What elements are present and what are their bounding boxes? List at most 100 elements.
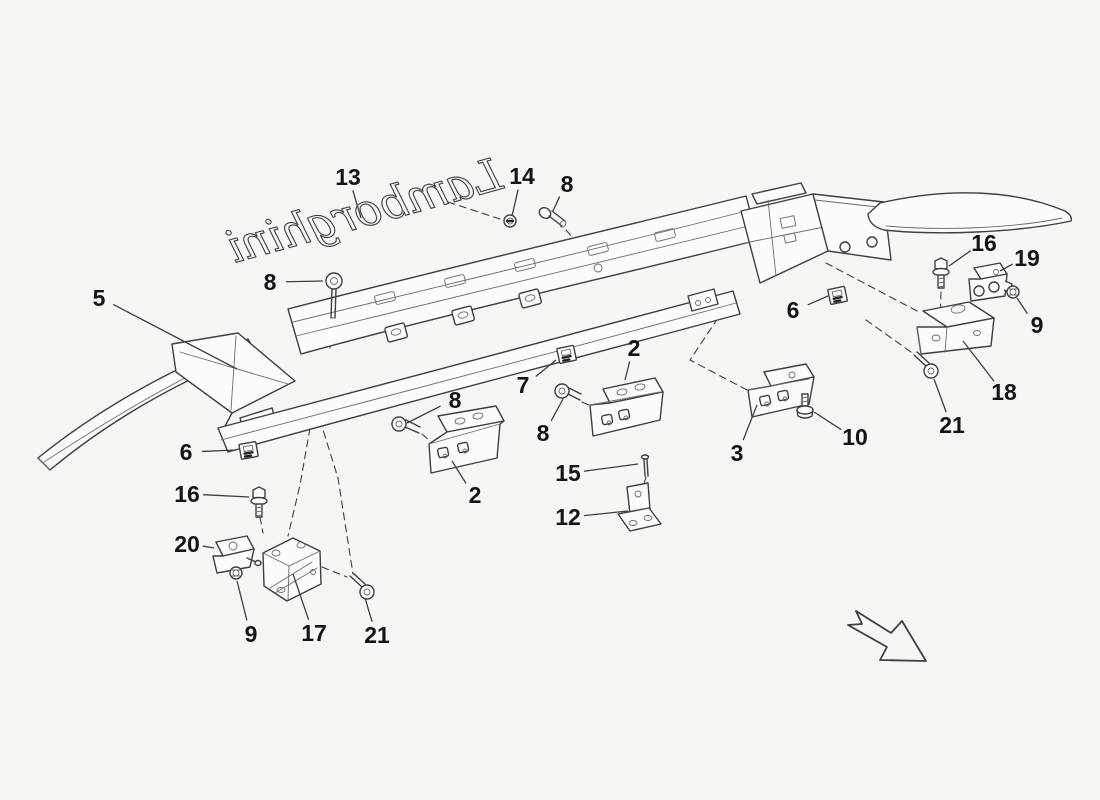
callout-20: 20 — [174, 531, 215, 557]
part-number-label: 21 — [939, 412, 965, 438]
speed-nut — [503, 214, 517, 228]
callout-14: 14 — [509, 163, 535, 217]
callout-6: 6 — [787, 295, 829, 323]
callout-6: 6 — [180, 439, 237, 465]
wing-right-endplate — [740, 182, 892, 284]
part-number-label: 19 — [1014, 245, 1040, 271]
callout-leader-line — [202, 545, 215, 549]
callout-19: 19 — [999, 245, 1040, 272]
part-number-label: 8 — [561, 171, 574, 197]
callout-leader-line — [352, 190, 362, 219]
bracket-18 — [916, 301, 995, 355]
flange-bolt-16-left — [250, 486, 268, 518]
callout-leader-line — [406, 405, 441, 424]
part-number-label: 10 — [842, 424, 868, 450]
callout-21: 21 — [364, 597, 390, 648]
callout-8: 8 — [537, 398, 564, 446]
screw-center — [554, 383, 582, 401]
direction-arrow-icon — [847, 610, 927, 662]
callout-17: 17 — [292, 573, 327, 646]
wing-assembly — [37, 182, 1073, 471]
bracket-2-left — [391, 405, 505, 474]
part-number-label: 9 — [1031, 312, 1044, 338]
part-number-label: 6 — [787, 297, 800, 323]
clip-center — [556, 344, 577, 365]
callout-leader-line — [285, 280, 324, 283]
callout-8: 8 — [406, 387, 462, 424]
part-number-label: 7 — [517, 372, 530, 398]
part-number-label: 6 — [180, 439, 193, 465]
callout-8: 8 — [552, 171, 574, 212]
part-number-label: 2 — [628, 335, 641, 361]
bracket-20 — [212, 535, 262, 574]
nut-9-left — [229, 566, 243, 580]
bracket-3 — [747, 363, 815, 418]
callout-leader-line — [550, 398, 564, 422]
part-number-label: 17 — [301, 620, 327, 646]
callout-leader-line — [552, 196, 561, 212]
callout-5: 5 — [93, 285, 238, 370]
part-number-label: 9 — [245, 621, 258, 647]
callout-leader-line — [583, 463, 639, 472]
part-number-label: 5 — [93, 285, 106, 311]
beam-tab — [384, 288, 542, 343]
bracket-12 — [617, 482, 662, 532]
callout-leader-line — [624, 361, 631, 381]
screw-21-left — [349, 572, 375, 600]
bolt-washer-head — [325, 272, 343, 319]
brand-script-emblem: Lamborghini — [221, 147, 508, 275]
part-number-label: 16 — [971, 230, 997, 256]
callout-leader-line — [1016, 297, 1029, 315]
part-number-label: 18 — [991, 379, 1017, 405]
callout-leader-line — [742, 404, 758, 441]
callout-leader-line — [511, 189, 519, 217]
nut-9-right — [1006, 285, 1020, 299]
callout-21: 21 — [933, 378, 965, 438]
bolt-side — [538, 206, 567, 228]
callout-leader-line — [962, 340, 995, 382]
part-number-label: 21 — [364, 622, 390, 648]
callout-leader-line — [813, 411, 842, 431]
callout-9: 9 — [1016, 297, 1044, 338]
callout-13: 13 — [335, 164, 362, 219]
part-number-label: 16 — [174, 481, 200, 507]
part-number-label: 12 — [555, 504, 581, 530]
callout-7: 7 — [517, 359, 557, 398]
callout-2: 2 — [624, 335, 641, 381]
callout-18: 18 — [962, 340, 1017, 405]
callout-leader-line — [112, 303, 238, 370]
callout-leader-line — [948, 250, 972, 267]
part-number-label: 15 — [555, 460, 581, 486]
wing-center-beam-lower — [217, 288, 741, 453]
callout-8: 8 — [264, 269, 324, 295]
flange-bolt-16-right — [932, 257, 950, 289]
part-number-label: 13 — [335, 164, 361, 190]
part-number-label: 8 — [264, 269, 277, 295]
callout-leader-line — [583, 510, 629, 517]
callout-12: 12 — [555, 504, 629, 530]
screw-21-right — [913, 351, 939, 379]
callout-2: 2 — [451, 460, 481, 508]
bracket-17 — [262, 537, 322, 602]
bracket-19 — [968, 262, 1013, 302]
callout-16: 16 — [174, 481, 250, 507]
callout-leader-line — [999, 263, 1013, 272]
clip-left — [238, 441, 259, 460]
callout-16: 16 — [948, 230, 997, 267]
callout-leader-line — [933, 378, 947, 413]
fasteners-and-brackets — [212, 206, 1020, 602]
stud-10 — [796, 393, 814, 419]
callout-leader-line — [292, 573, 310, 621]
wing-right-blade — [867, 192, 1073, 234]
callout-leader-line — [202, 494, 250, 498]
bracket-2-right — [589, 377, 664, 437]
callout-leader-line — [201, 449, 237, 453]
callout-leader-line — [451, 460, 467, 484]
callout-leader-line — [364, 597, 373, 622]
callout-15: 15 — [555, 460, 639, 486]
part-number-label: 20 — [174, 531, 200, 557]
clip-right — [827, 285, 848, 306]
